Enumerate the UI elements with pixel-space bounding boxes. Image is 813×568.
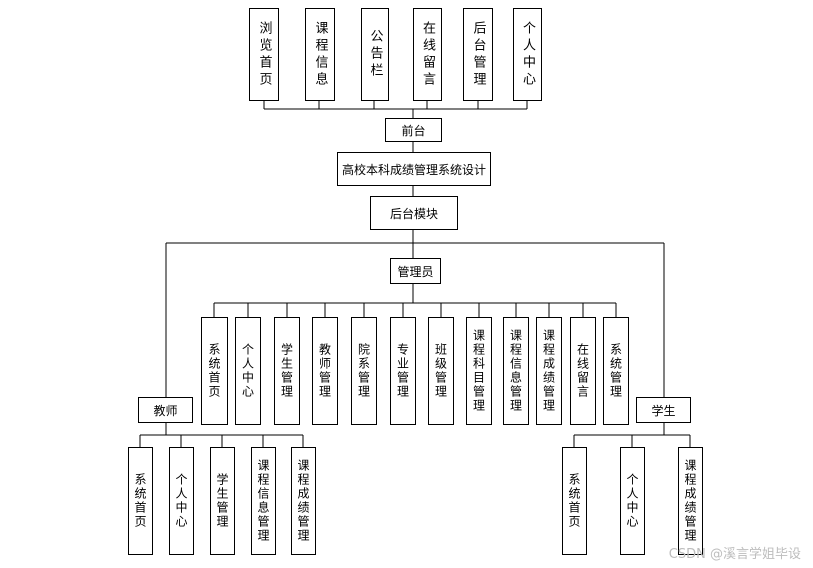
- teacher-item-box: 课程信息管理: [251, 447, 276, 555]
- student-item-box: 个人中心: [620, 447, 645, 555]
- admin-item-box: 在线留言: [570, 317, 596, 425]
- admin-item-box: 系统管理: [603, 317, 629, 425]
- backend-node: 后台模块: [370, 196, 458, 230]
- admin-item-box: 课程科目管理: [466, 317, 492, 425]
- teacher-item-box: 个人中心: [169, 447, 194, 555]
- admin-item-box: 教师管理: [312, 317, 338, 425]
- front-page-box: 后台管理: [463, 8, 493, 101]
- admin-item-box: 系统首页: [201, 317, 228, 425]
- student-node: 学生: [636, 397, 691, 423]
- admin-item-box: 院系管理: [351, 317, 377, 425]
- admin-item-box: 课程信息管理: [503, 317, 529, 425]
- teacher-item-box: 课程成绩管理: [291, 447, 316, 555]
- front-page-box: 课程信息: [305, 8, 335, 101]
- front-node: 前台: [385, 118, 442, 142]
- front-page-box: 浏览首页: [249, 8, 279, 101]
- teacher-item-box: 学生管理: [210, 447, 235, 555]
- admin-item-box: 专业管理: [390, 317, 416, 425]
- admin-item-box: 班级管理: [428, 317, 454, 425]
- front-page-box: 个人中心: [513, 8, 542, 101]
- admin-item-box: 学生管理: [274, 317, 300, 425]
- teacher-item-box: 系统首页: [128, 447, 153, 555]
- admin-item-box: 个人中心: [235, 317, 261, 425]
- admin-node: 管理员: [390, 258, 441, 284]
- student-item-box: 课程成绩管理: [678, 447, 703, 555]
- watermark: CSDN @溪言学姐毕设: [668, 547, 801, 562]
- front-page-box: 在线留言: [413, 8, 442, 101]
- student-item-box: 系统首页: [562, 447, 587, 555]
- front-page-box: 公告栏: [361, 8, 389, 101]
- teacher-node: 教师: [138, 397, 193, 423]
- system-title: 高校本科成绩管理系统设计: [337, 152, 491, 186]
- admin-item-box: 课程成绩管理: [536, 317, 562, 425]
